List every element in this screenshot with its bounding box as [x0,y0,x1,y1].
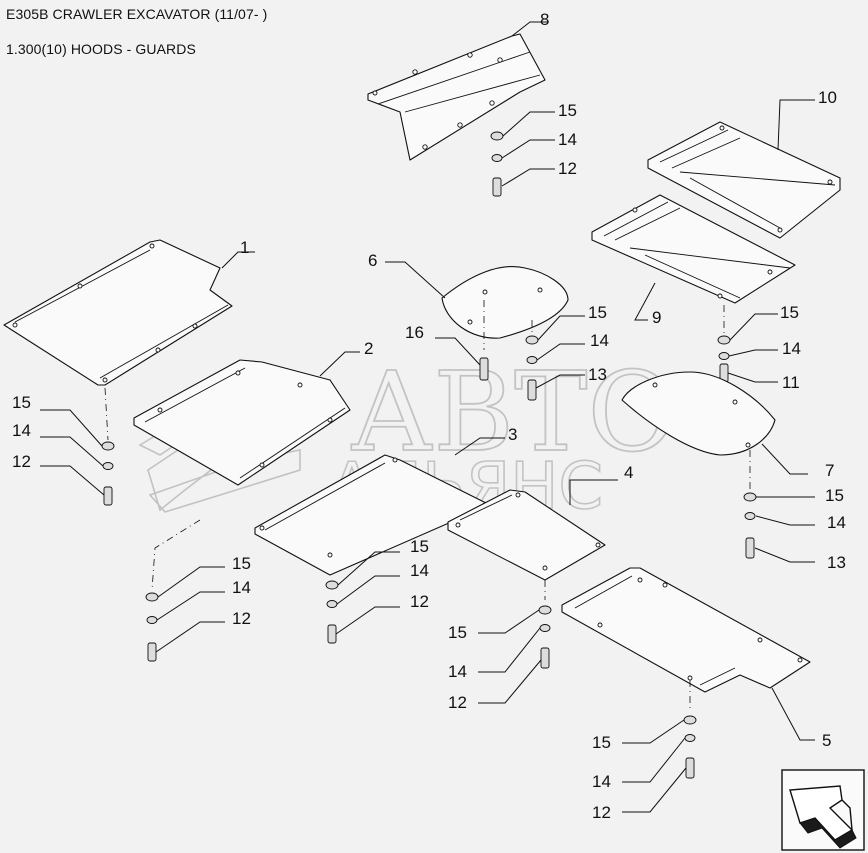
callout-5-12: 12 [592,803,611,822]
part-10-cover [647,121,841,239]
callout-8-15: 15 [558,101,577,120]
bolt-12 [540,647,550,669]
part-8-hood [367,33,546,161]
next-page-arrow-icon[interactable] [781,769,865,851]
callout-5-14: 14 [592,772,611,791]
washer-14 [326,600,338,608]
callout-left-15: 15 [232,554,251,573]
callout-left-12: 12 [232,609,251,628]
part-2-guard [133,359,351,486]
callout-6-16: 16 [405,323,424,342]
washer-14 [539,624,551,632]
callout-4-12: 12 [448,693,467,712]
page-title: E305B CRAWLER EXCAVATOR (11/07- ) [6,6,268,22]
callout-left-14: 14 [232,578,251,597]
washer-15 [101,441,115,451]
callout-8: 8 [540,10,549,29]
bolt-13 [527,379,537,401]
washer-14 [684,734,696,742]
callout-7-14: 14 [827,513,846,532]
part-1-guard [3,239,233,386]
washer-15 [325,580,339,590]
callout-5: 5 [822,731,831,750]
part-5-guard [561,567,811,693]
bolt-13 [745,537,755,559]
bolt-16 [479,357,489,381]
callout-1-12: 12 [12,452,31,471]
part-6-cover [441,266,569,339]
callout-8-12: 12 [558,159,577,178]
callout-9-11: 11 [782,373,800,392]
callout-3-12: 12 [410,592,429,611]
page-subtitle: 1.300(10) HOODS - GUARDS [6,41,196,57]
bolt-12 [327,624,337,644]
callout-7: 7 [825,461,834,480]
callout-9-15: 15 [780,303,799,322]
washer-15 [525,335,539,345]
bolt-12 [492,177,502,197]
washer-15 [743,492,757,502]
callout-1: 1 [240,238,249,257]
callout-6-13: 13 [588,365,607,384]
callout-3-14: 14 [410,561,429,580]
callout-8-14: 14 [558,130,577,149]
callout-6-14: 14 [590,331,609,350]
part-9-cover [591,194,796,304]
callout-4-15: 15 [448,623,467,642]
callout-9-14: 14 [782,339,801,358]
washer-15 [145,592,159,602]
bolt-12 [685,757,695,779]
washer-14 [491,154,503,162]
washer-15 [717,335,731,345]
washer-14 [718,352,730,360]
callout-3: 3 [508,425,517,444]
bolt-12 [103,486,113,506]
callout-7-15: 15 [825,486,844,505]
callout-4-14: 14 [448,662,467,681]
washer-14 [146,616,158,624]
washer-15 [490,131,504,141]
callout-10: 10 [818,88,837,107]
part-7-cover [621,371,776,456]
callout-9: 9 [652,308,661,327]
callout-1-14: 14 [12,421,31,440]
bolt-12 [147,642,157,662]
callout-4: 4 [624,463,633,482]
callout-5-15: 15 [592,733,611,752]
callout-1-15: 15 [12,393,31,412]
part-4-plate [447,489,606,581]
callout-7-13: 13 [827,553,846,572]
washer-15 [683,715,697,725]
callout-2: 2 [364,339,373,358]
washer-14 [526,356,538,364]
washer-14 [102,462,114,470]
washer-15 [538,605,552,615]
callout-3-15: 15 [410,537,429,556]
watermark-text-avto: АВТО [350,348,678,476]
callout-6-15: 15 [588,303,607,322]
washer-14 [744,512,756,520]
callout-6: 6 [368,251,377,270]
